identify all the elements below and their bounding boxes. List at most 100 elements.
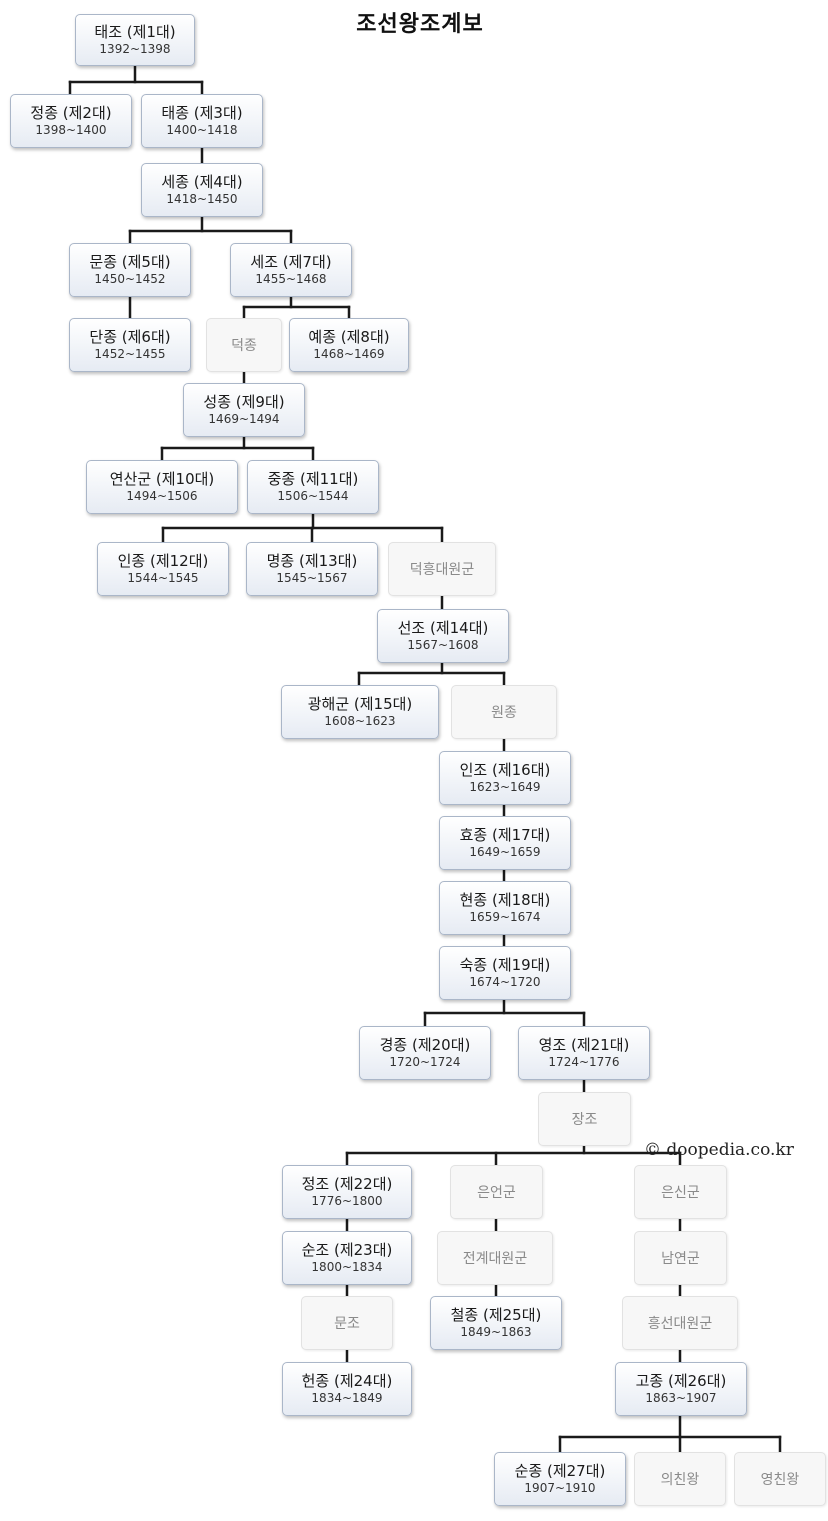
node-name: 선조 (제14대): [397, 619, 489, 637]
node-myeongjong: 명종 (제13대) 1545~1567: [246, 542, 378, 596]
node-years: 1392~1398: [99, 42, 171, 56]
node-deokjong: 덕종: [206, 318, 282, 372]
node-name: 영조 (제21대): [538, 1036, 630, 1054]
node-jeongjo: 정조 (제22대) 1776~1800: [282, 1165, 412, 1219]
node-years: 1494~1506: [126, 489, 198, 503]
node-name: 장조: [571, 1112, 598, 1128]
node-years: 1469~1494: [208, 412, 280, 426]
node-name: 순종 (제27대): [514, 1462, 606, 1480]
node-name: 현종 (제18대): [459, 891, 551, 909]
node-years: 1544~1545: [127, 571, 199, 585]
node-munjo: 문조: [301, 1296, 393, 1350]
node-name: 순조 (제23대): [301, 1241, 393, 1259]
node-injo: 인조 (제16대) 1623~1649: [439, 751, 571, 805]
node-name: 태조 (제1대): [94, 23, 176, 41]
node-wonjong: 원종: [451, 685, 557, 739]
node-years: 1623~1649: [469, 780, 541, 794]
node-years: 1659~1674: [469, 910, 541, 924]
node-name: 정조 (제22대): [301, 1175, 393, 1193]
node-years: 1834~1849: [311, 1391, 383, 1405]
node-yeongjo: 영조 (제21대) 1724~1776: [518, 1026, 650, 1080]
node-years: 1674~1720: [469, 975, 541, 989]
node-cheoljong: 철종 (제25대) 1849~1863: [430, 1296, 562, 1350]
node-name: 인조 (제16대): [459, 761, 551, 779]
node-name: 의친왕: [660, 1472, 700, 1488]
node-name: 은신군: [661, 1185, 700, 1201]
node-name: 효종 (제17대): [459, 826, 551, 844]
node-name: 고종 (제26대): [635, 1372, 727, 1390]
node-taejo: 태조 (제1대) 1392~1398: [75, 14, 195, 66]
node-gojong: 고종 (제26대) 1863~1907: [615, 1362, 747, 1416]
node-injong: 인종 (제12대) 1544~1545: [97, 542, 229, 596]
node-yejong: 예종 (제8대) 1468~1469: [289, 318, 409, 372]
node-name: 세조 (제7대): [250, 253, 332, 271]
node-sunjong: 순종 (제27대) 1907~1910: [494, 1452, 626, 1506]
node-eunsingun: 은신군: [634, 1165, 727, 1219]
node-sejong: 세종 (제4대) 1418~1450: [141, 163, 263, 217]
node-name: 태종 (제3대): [161, 104, 243, 122]
node-name: 남연군: [661, 1251, 700, 1267]
node-sejo: 세조 (제7대) 1455~1468: [230, 243, 352, 297]
node-name: 인종 (제12대): [117, 552, 209, 570]
node-heonjong: 헌종 (제24대) 1834~1849: [282, 1362, 412, 1416]
node-name: 덕흥대원군: [409, 562, 475, 578]
node-taejong: 태종 (제3대) 1400~1418: [141, 94, 263, 148]
node-jangjo: 장조: [538, 1092, 631, 1146]
node-gwanghaegun: 광해군 (제15대) 1608~1623: [281, 685, 439, 739]
node-name: 철종 (제25대): [450, 1306, 542, 1324]
node-name: 문종 (제5대): [89, 253, 171, 271]
node-heungseon: 흥선대원군: [622, 1296, 738, 1350]
node-name: 명종 (제13대): [266, 552, 358, 570]
node-jeongjong: 정종 (제2대) 1398~1400: [10, 94, 132, 148]
node-years: 1608~1623: [324, 714, 396, 728]
node-years: 1800~1834: [311, 1260, 383, 1274]
node-name: 광해군 (제15대): [307, 695, 413, 713]
node-name: 덕종: [231, 338, 257, 354]
node-years: 1468~1469: [313, 347, 385, 361]
node-years: 1400~1418: [166, 123, 238, 137]
node-name: 세종 (제4대): [161, 173, 243, 191]
node-sunjo: 순조 (제23대) 1800~1834: [282, 1231, 412, 1285]
node-years: 1849~1863: [460, 1325, 532, 1339]
node-jeongye: 전계대원군: [437, 1231, 553, 1285]
node-years: 1506~1544: [277, 489, 349, 503]
node-sukjong: 숙종 (제19대) 1674~1720: [439, 946, 571, 1000]
node-years: 1724~1776: [548, 1055, 620, 1069]
node-name: 중종 (제11대): [267, 470, 359, 488]
node-name: 원종: [491, 705, 517, 721]
node-hyeonjong: 현종 (제18대) 1659~1674: [439, 881, 571, 935]
node-yeongchinwang: 영친왕: [734, 1452, 826, 1506]
node-years: 1455~1468: [255, 272, 327, 286]
node-years: 1776~1800: [311, 1194, 383, 1208]
node-years: 1567~1608: [407, 638, 479, 652]
node-years: 1398~1400: [35, 123, 107, 137]
node-name: 헌종 (제24대): [301, 1372, 393, 1390]
node-seonjo: 선조 (제14대) 1567~1608: [377, 609, 509, 663]
node-name: 은언군: [477, 1185, 516, 1201]
node-years: 1418~1450: [166, 192, 238, 206]
node-gyeongjong: 경종 (제20대) 1720~1724: [359, 1026, 491, 1080]
node-munjong: 문종 (제5대) 1450~1452: [69, 243, 191, 297]
node-years: 1545~1567: [276, 571, 348, 585]
node-name: 영친왕: [760, 1472, 800, 1488]
node-years: 1649~1659: [469, 845, 541, 859]
node-jungjong: 중종 (제11대) 1506~1544: [247, 460, 379, 514]
node-name: 흥선대원군: [647, 1316, 713, 1332]
node-name: 예종 (제8대): [308, 328, 390, 346]
node-years: 1863~1907: [645, 1391, 717, 1405]
node-years: 1450~1452: [94, 272, 166, 286]
node-name: 연산군 (제10대): [109, 470, 215, 488]
node-seongjong: 성종 (제9대) 1469~1494: [183, 383, 305, 437]
node-name: 정종 (제2대): [30, 104, 112, 122]
node-uichinwang: 의친왕: [634, 1452, 726, 1506]
node-hyojong: 효종 (제17대) 1649~1659: [439, 816, 571, 870]
node-years: 1907~1910: [524, 1481, 596, 1495]
node-name: 전계대원군: [462, 1251, 528, 1267]
node-name: 경종 (제20대): [379, 1036, 471, 1054]
node-name: 단종 (제6대): [89, 328, 171, 346]
node-name: 숙종 (제19대): [459, 956, 551, 974]
node-yeonsangun: 연산군 (제10대) 1494~1506: [86, 460, 238, 514]
node-years: 1720~1724: [389, 1055, 461, 1069]
node-deokheung: 덕흥대원군: [388, 542, 496, 596]
